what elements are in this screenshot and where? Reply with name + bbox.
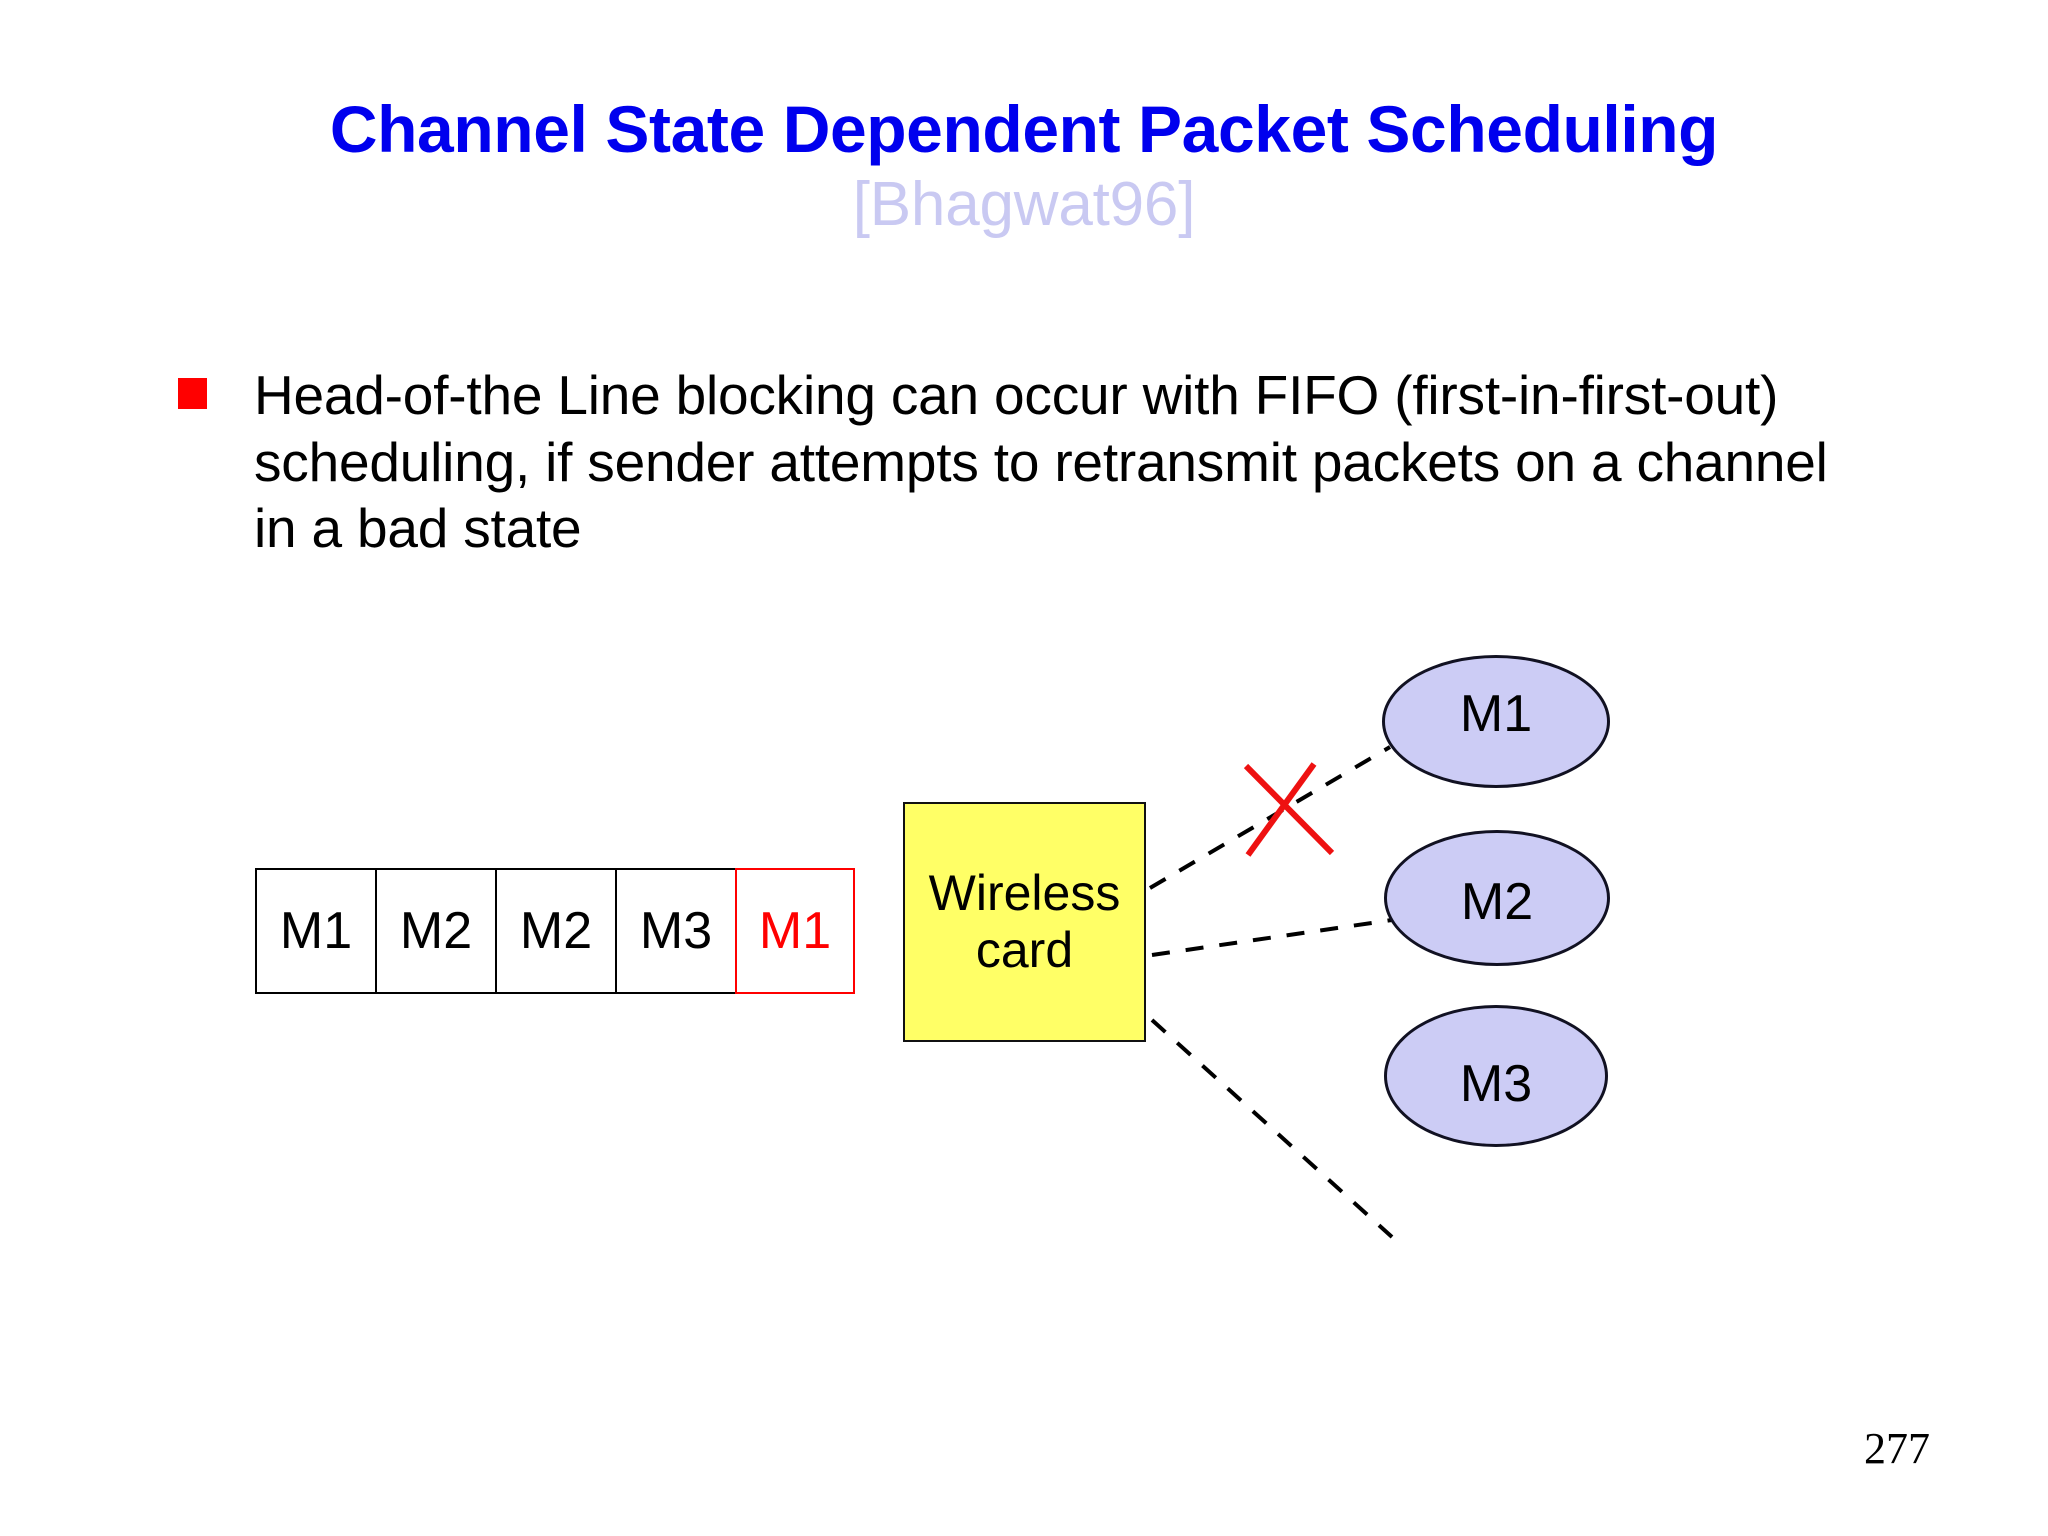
- red-x-blocked-link-icon: [1243, 762, 1335, 857]
- node-m2[interactable]: M2: [1384, 830, 1610, 966]
- page-subtitle-citation: [Bhagwat96]: [852, 170, 1196, 239]
- node-label: M3: [1459, 1055, 1533, 1113]
- queue-cell-label: M1: [279, 902, 353, 960]
- queue-cell-label: M3: [639, 902, 713, 960]
- queue-cell-label: M1: [758, 902, 832, 960]
- node-m3[interactable]: M3: [1384, 1005, 1608, 1147]
- wireless-card-box[interactable]: Wireless card: [903, 802, 1146, 1042]
- link-to-m1: [1148, 745, 1392, 890]
- slide-title-block: Channel State Dependent Packet Schedulin…: [0, 96, 2048, 236]
- queue-cell-blocked[interactable]: M1: [735, 868, 855, 994]
- wireless-card-label-line1: Wireless: [928, 865, 1121, 921]
- bullet-item-text: Head-of-the Line blocking can occur with…: [254, 364, 1828, 560]
- link-to-m2: [1151, 918, 1393, 957]
- node-label: M2: [1460, 873, 1534, 931]
- square-bullet-icon: [178, 378, 207, 409]
- page-number: 277: [1864, 1424, 1930, 1473]
- page-title: Channel State Dependent Packet Schedulin…: [329, 92, 1719, 166]
- queue-cell-label: M2: [519, 902, 593, 960]
- node-label: M1: [1459, 684, 1533, 743]
- fifo-packet-queue: M1 M2 M2 M3 M1: [255, 868, 855, 994]
- queue-cell-label: M2: [399, 902, 473, 960]
- queue-cell[interactable]: M2: [495, 868, 615, 994]
- link-to-m3: [1150, 1018, 1394, 1239]
- wireless-card-label-line2: card: [975, 922, 1074, 978]
- queue-cell[interactable]: M1: [255, 868, 375, 994]
- queue-cell[interactable]: M2: [375, 868, 495, 994]
- node-m1[interactable]: M1: [1382, 655, 1610, 788]
- queue-cell[interactable]: M3: [615, 868, 735, 994]
